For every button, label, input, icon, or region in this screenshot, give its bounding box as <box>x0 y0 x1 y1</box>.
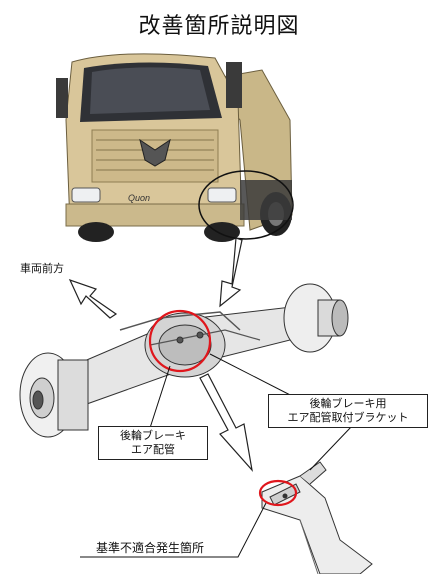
bracket-label-line2: エア配管取付ブラケット <box>287 411 409 424</box>
bracket-label: 後輪ブレーキ用 エア配管取付ブラケット <box>268 394 428 428</box>
truck-detail-circle <box>198 170 294 240</box>
bracket-leader-line <box>209 353 301 401</box>
bracket-detail-leader <box>309 425 353 471</box>
rear-brake-air-pipe-label: 後輪ブレーキ エア配管 <box>98 426 208 460</box>
zoom-arrow-1 <box>219 237 243 308</box>
vehicle-front-label: 車両前方 <box>20 262 64 275</box>
zoom-arrow-2 <box>199 373 253 472</box>
air-pipe-leader-line <box>149 365 171 429</box>
axle-highlight-circle <box>148 309 212 373</box>
truck-illustration <box>56 53 293 242</box>
rear-brake-air-pipe-line2: エア配管 <box>131 443 175 456</box>
rear-brake-air-pipe-line1: 後輪ブレーキ <box>120 429 186 442</box>
nonconforming-highlight <box>258 479 298 507</box>
bracket-label-line1: 後輪ブレーキ用 <box>309 397 387 410</box>
vehicle-front-arrow <box>68 278 118 319</box>
bracket-detail-illustration <box>261 461 373 574</box>
nonconforming-location-label: 基準不適合発生箇所 <box>96 541 205 555</box>
page-title: 改善箇所説明図 <box>138 14 300 39</box>
rear-axle-illustration <box>19 283 349 438</box>
nonconforming-leader <box>80 502 267 558</box>
truck-badge: Quon <box>128 193 150 203</box>
